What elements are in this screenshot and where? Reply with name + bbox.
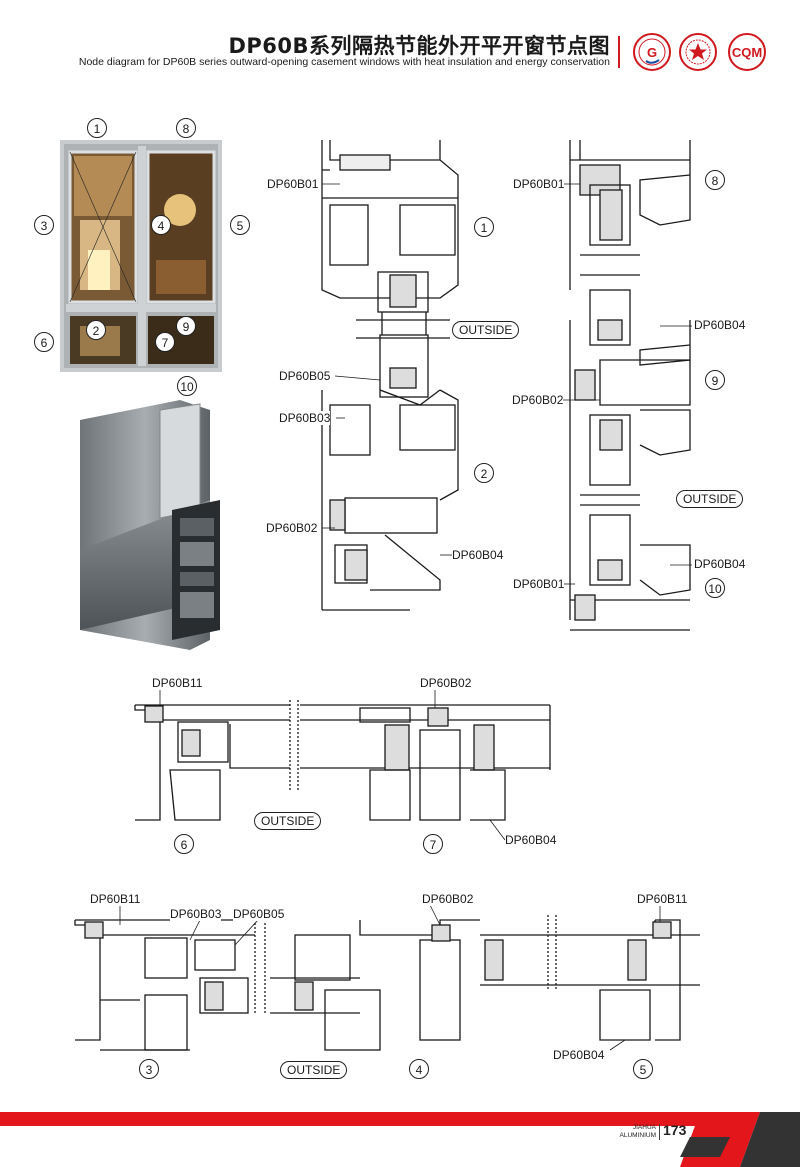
label-dp60b11-mid: DP60B11 — [152, 676, 203, 690]
outside-label-bottom: OUTSIDE — [280, 1061, 348, 1079]
label-dp60b01-right: DP60B01 — [513, 177, 565, 191]
brand-separator — [659, 1124, 660, 1140]
label-dp60b01-left: DP60B01 — [267, 177, 319, 191]
label-dp60b02-mid: DP60B02 — [420, 676, 472, 690]
label-dp60b04-mid: DP60B04 — [505, 833, 557, 847]
photo-callout-3: 3 — [34, 215, 54, 235]
leader-lines — [119, 183, 692, 1051]
label-dp60b11-bottom-right: DP60B11 — [637, 892, 688, 906]
photo-callout-1: 1 — [87, 118, 107, 138]
brand-line-2: ALUMINIUM — [619, 1132, 656, 1139]
callout-8: 8 — [705, 170, 725, 190]
label-dp60b05-left: DP60B05 — [279, 369, 331, 383]
outside-label-right: OUTSIDE — [676, 490, 744, 508]
callout-9: 9 — [705, 370, 725, 390]
callout-6: 6 — [174, 834, 194, 854]
footer-band — [0, 1112, 800, 1167]
photo-callout-10: 10 — [177, 376, 197, 396]
label-dp60b01-right-bottom: DP60B01 — [513, 577, 565, 591]
horizontal-bottom-section — [74, 915, 700, 1051]
callout-1: 1 — [474, 217, 494, 237]
outside-label-mid: OUTSIDE — [254, 812, 322, 830]
callout-7: 7 — [423, 834, 443, 854]
window-photo — [60, 140, 222, 372]
gs-logo: G — [633, 33, 671, 71]
photo-callout-7: 7 — [155, 332, 175, 352]
photo-callout-6: 6 — [34, 332, 54, 352]
label-dp60b11-bottom-left: DP60B11 — [90, 892, 141, 906]
photo-callout-4: 4 — [151, 215, 171, 235]
label-dp60b04-right-bottom: DP60B04 — [694, 557, 746, 571]
label-dp60b05-bottom: DP60B05 — [233, 907, 285, 921]
left-vertical-section — [321, 140, 459, 611]
outside-label-left: OUTSIDE — [452, 321, 520, 339]
page-number: 173 — [663, 1122, 687, 1138]
page-title: DP60B系列隔热节能外开平开窗节点图 — [228, 34, 610, 58]
photo-callout-2: 2 — [86, 320, 106, 340]
label-dp60b02-right: DP60B02 — [512, 393, 564, 407]
callout-2: 2 — [474, 463, 494, 483]
photo-callout-9: 9 — [176, 316, 196, 336]
right-vertical-section — [569, 140, 691, 631]
star-seal-logo — [679, 33, 717, 71]
label-dp60b04-left: DP60B04 — [452, 548, 504, 562]
callout-10: 10 — [705, 578, 725, 598]
photo-callout-8: 8 — [176, 118, 196, 138]
profile-3d-render — [80, 400, 220, 650]
page-subtitle: Node diagram for DP60B series outward-op… — [78, 56, 610, 68]
callout-3: 3 — [139, 1059, 159, 1079]
horizontal-mid-section — [134, 700, 551, 821]
label-dp60b04-right-top: DP60B04 — [694, 318, 746, 332]
svg-text:CQM: CQM — [732, 45, 762, 60]
callout-4: 4 — [409, 1059, 429, 1079]
title-divider — [618, 36, 620, 68]
label-dp60b03-bottom: DP60B03 — [170, 907, 222, 921]
brand-name: JIAHUA ALUMINIUM — [608, 1124, 656, 1140]
cqm-logo: CQM — [728, 33, 766, 71]
brand-line-1: JIAHUA — [632, 1124, 656, 1131]
label-dp60b03-left: DP60B03 — [279, 411, 331, 425]
label-dp60b02-bottom: DP60B02 — [422, 892, 474, 906]
label-dp60b04-bottom: DP60B04 — [553, 1048, 605, 1062]
svg-text:G: G — [647, 45, 657, 60]
callout-5: 5 — [633, 1059, 653, 1079]
label-dp60b02-left: DP60B02 — [266, 521, 318, 535]
photo-callout-5: 5 — [230, 215, 250, 235]
